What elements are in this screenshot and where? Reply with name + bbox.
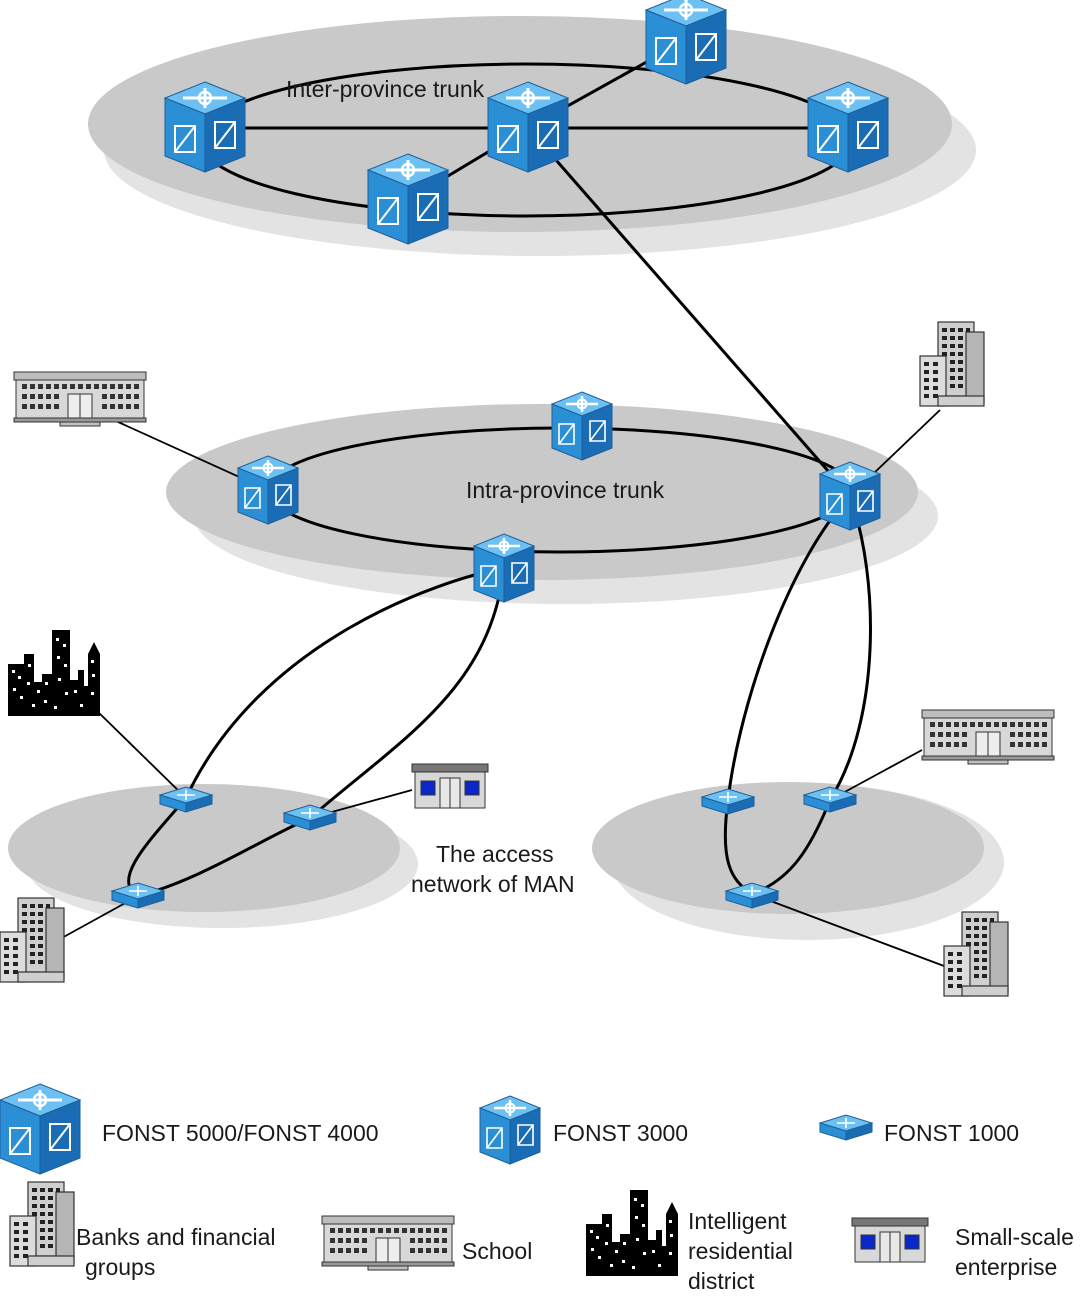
inter-switch-1 [163,80,247,174]
legend-bank-icon [9,1181,75,1267]
bank-node-2 [0,897,65,983]
legend-fonst1000-label: FONST 1000 [884,1120,1019,1146]
legend-enterprise-label-line2: enterprise [955,1254,1057,1280]
intra-switch-2 [550,390,614,462]
legend-fonst3000-icon [478,1094,542,1166]
intra-switch-3 [818,460,882,532]
legend: FONST 5000/FONST 4000 FONST 3000 FONST 1… [0,1082,1074,1294]
inter-switch-4 [806,80,890,174]
inter-switch-2 [486,80,570,174]
legend-school-label: School [462,1238,532,1264]
legend-district-icon [586,1190,678,1276]
access-network-label-line2: network of MAN [411,871,575,897]
legend-bank-label-line2: groups [85,1254,155,1280]
bank-node-1 [919,321,985,407]
legend-fonst5000-icon [0,1082,82,1176]
school-node-2 [921,709,1055,765]
legend-district-label-line3: district [688,1268,755,1294]
access-zone-right [592,782,1004,940]
school-node-1 [13,371,147,427]
intra-province-label: Intra-province trunk [466,477,665,503]
legend-bank-label-line1: Banks and financial [76,1224,275,1250]
district-node-1 [8,630,100,716]
bank-node-3 [943,911,1009,997]
inter-switch-3 [644,0,728,86]
intra-switch-4 [472,532,536,604]
access-network-label-line1: The access [436,841,554,867]
legend-fonst1000-icon [819,1114,873,1141]
inter-switch-5 [366,152,450,246]
enterprise-node-1 [411,763,489,809]
legend-enterprise-label-line1: Small-scale [955,1224,1074,1250]
legend-district-label-line1: Intelligent [688,1208,787,1234]
legend-enterprise-icon [851,1217,929,1263]
intra-province-zone [166,404,938,604]
legend-fonst3000-label: FONST 3000 [553,1120,688,1146]
legend-fonst5000-label: FONST 5000/FONST 4000 [102,1120,379,1146]
inter-province-label: Inter-province trunk [286,76,485,102]
intra-switch-1 [236,454,300,526]
legend-district-label-line2: residential [688,1238,793,1264]
legend-school-icon [321,1215,455,1271]
